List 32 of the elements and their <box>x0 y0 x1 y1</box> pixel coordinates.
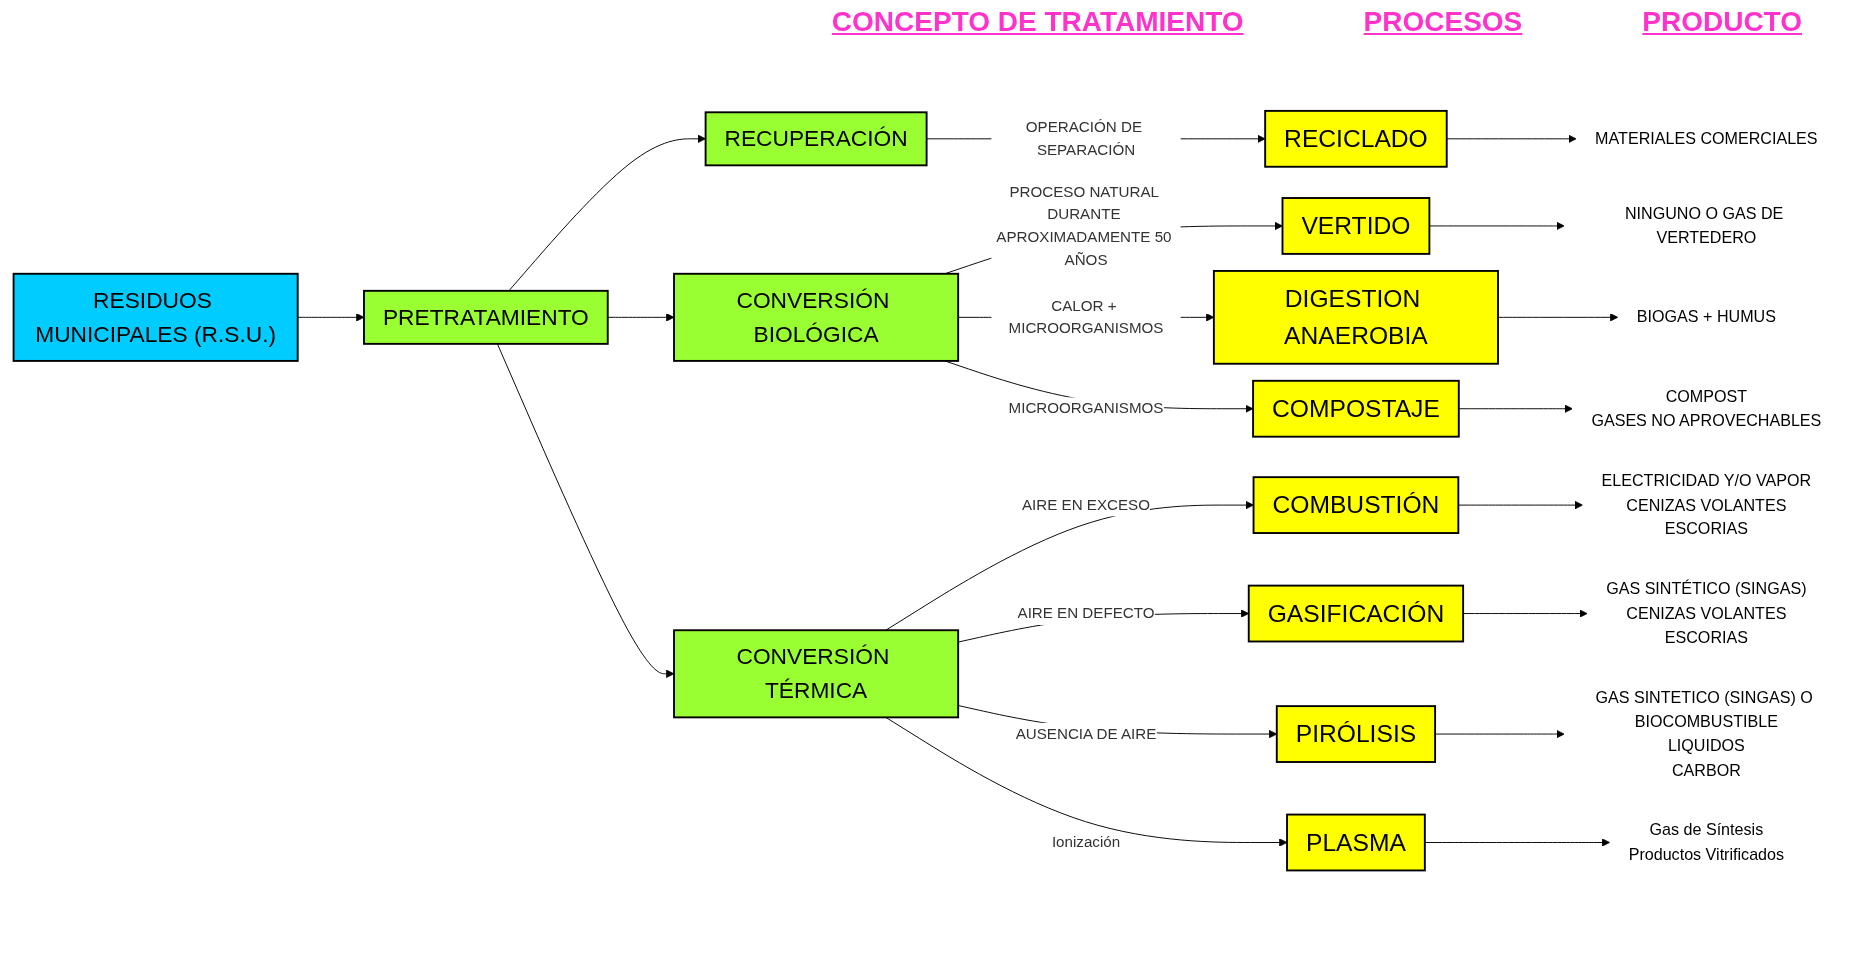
node-box: DIGESTION ANAEROBIA <box>1212 270 1499 365</box>
node-box: RESIDUOS MUNICIPALES (R.S.U.) <box>12 272 299 362</box>
edge-label: OPERACIÓN DE SEPARACIÓN <box>1025 118 1142 158</box>
node-text: GAS SINTÉTICO (SINGAS) CENIZAS VOLANTES ESCORIAS <box>1606 580 1807 647</box>
edge-label: AIRE EN EXCESO <box>1022 496 1151 513</box>
edge-label: AUSENCIA DE AIRE <box>1015 725 1157 742</box>
node-box: RECUPERACIÓN <box>704 111 928 167</box>
column-heading: PROCESOS <box>1363 6 1523 39</box>
node-box: RECICLADO <box>1264 109 1448 168</box>
node-box: COMBUSTIÓN <box>1252 476 1460 534</box>
edge-label: CALOR + MICROORGANISMOS <box>1008 297 1164 337</box>
edge-label: MICROORGANISMOS <box>1008 400 1164 417</box>
edge-label: Ionización <box>1051 833 1121 851</box>
node-text: NINGUNO O GAS DE VERTEDERO <box>1624 204 1784 247</box>
node-box: PIRÓLISIS <box>1275 705 1437 763</box>
node-box: GASIFICACIÓN <box>1247 584 1465 643</box>
edge-label: PROCESO NATURAL DURANTE APROXIMADAMENTE 50 AÑOS <box>996 183 1172 268</box>
node-box: CONVERSIÓN TÉRMICA <box>673 629 960 719</box>
node-box: PRETRATAMIENTO <box>363 289 609 345</box>
node-text: COMPOST GASES NO APROVECHABLES <box>1591 387 1822 430</box>
node-box: PLASMA <box>1286 813 1426 872</box>
node-text: GAS SINTETICO (SINGAS) O BIOCOMBUSTIBLE LIQUIDOS CARBOR <box>1595 688 1813 780</box>
node-text: Gas de Síntesis Productos Vitrificados <box>1628 821 1785 864</box>
node-box: VERTIDO <box>1281 197 1431 255</box>
node-text: BIOGAS + HUMUS <box>1636 308 1776 327</box>
column-heading: PRODUCTO <box>1642 6 1802 39</box>
node-box: COMPOSTAJE <box>1252 379 1460 438</box>
node-box: CONVERSIÓN BIOLÓGICA <box>673 272 960 362</box>
node-text: ELECTRICIDAD Y/O VAPOR CENIZAS VOLANTES ESCORIAS <box>1601 471 1812 539</box>
column-heading: CONCEPTO DE TRATAMIENTO <box>831 6 1244 39</box>
edge-label: AIRE EN DEFECTO <box>1017 605 1155 622</box>
node-text: MATERIALES COMERCIALES <box>1595 129 1818 148</box>
